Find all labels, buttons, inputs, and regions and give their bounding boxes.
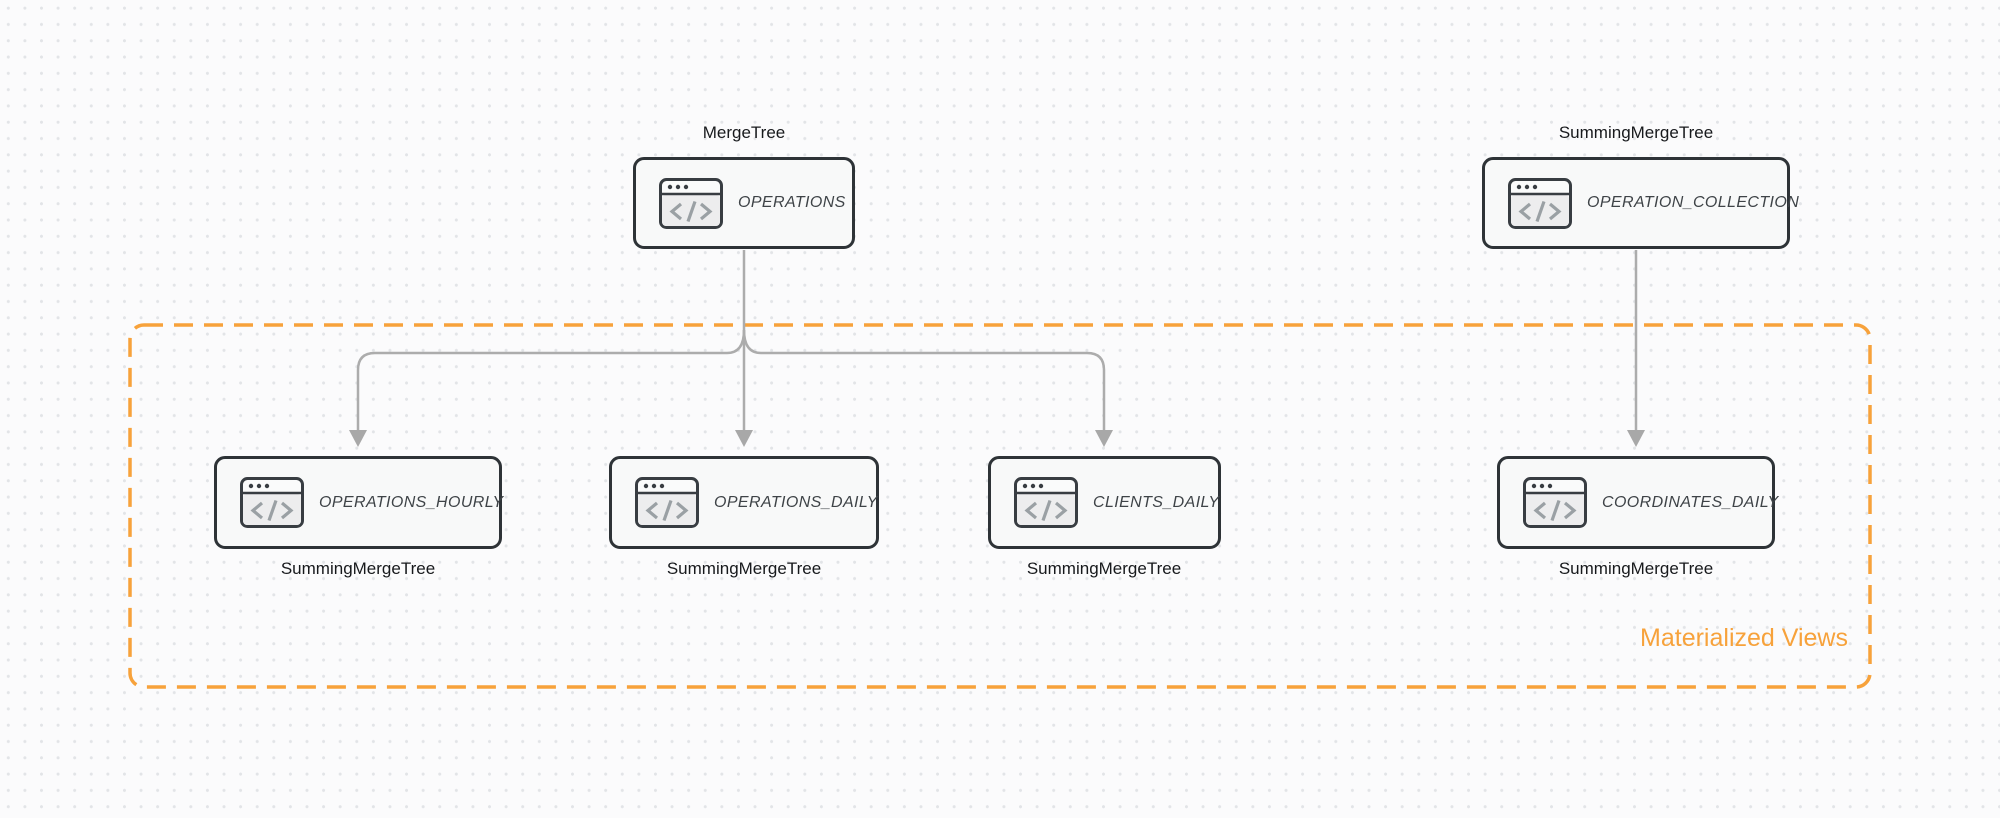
node-operation-collection[interactable]: OPERATION_COLLECTION: [1482, 157, 1799, 249]
node-clients-daily-title: CLIENTS_DAILY: [1093, 493, 1220, 511]
arrowhead-operations-hourly: [349, 430, 367, 447]
node-coordinates-daily[interactable]: COORDINATES_DAILY: [1497, 456, 1778, 549]
engine-label-coordinates-daily: SummingMergeTree: [1558, 559, 1714, 578]
code-window-icon: [659, 177, 723, 229]
code-window-icon: [240, 477, 304, 528]
code-window-icon: [1508, 177, 1572, 229]
engine-label-operations-hourly: SummingMergeTree: [280, 559, 436, 578]
node-clients-daily[interactable]: CLIENTS_DAILY: [988, 456, 1221, 549]
code-window-icon: [1014, 477, 1078, 528]
node-operations-hourly-title: OPERATIONS_HOURLY: [319, 493, 504, 511]
node-coordinates-daily-title: COORDINATES_DAILY: [1602, 493, 1779, 511]
node-operations[interactable]: OPERATIONS: [633, 157, 855, 249]
node-operations-daily[interactable]: OPERATIONS_DAILY: [609, 456, 879, 549]
node-operation-collection-title: OPERATION_COLLECTION: [1587, 194, 1800, 211]
engine-label-operation-collection: SummingMergeTree: [1558, 123, 1714, 142]
edge-operations-to-operations-hourly: [356, 329, 746, 431]
materialized-views-label: Materialized Views: [1640, 624, 1848, 652]
arrowhead-coordinates-daily: [1627, 430, 1645, 447]
node-operations-hourly[interactable]: OPERATIONS_HOURLY: [214, 456, 504, 549]
node-operations-daily-title: OPERATIONS_DAILY: [714, 493, 878, 511]
code-window-icon: [635, 477, 699, 528]
edge-operations-to-clients-daily: [742, 329, 1106, 431]
engine-label-operations-daily: SummingMergeTree: [666, 559, 822, 578]
engine-label-operations: MergeTree: [702, 123, 786, 142]
code-window-icon: [1523, 477, 1587, 528]
arrowhead-clients-daily: [1095, 430, 1113, 447]
engine-label-clients-daily: SummingMergeTree: [1026, 559, 1182, 578]
arrowhead-operations-daily: [735, 430, 753, 447]
materialized-views-group-box: [128, 323, 1872, 689]
node-operations-title: OPERATIONS: [738, 194, 846, 211]
